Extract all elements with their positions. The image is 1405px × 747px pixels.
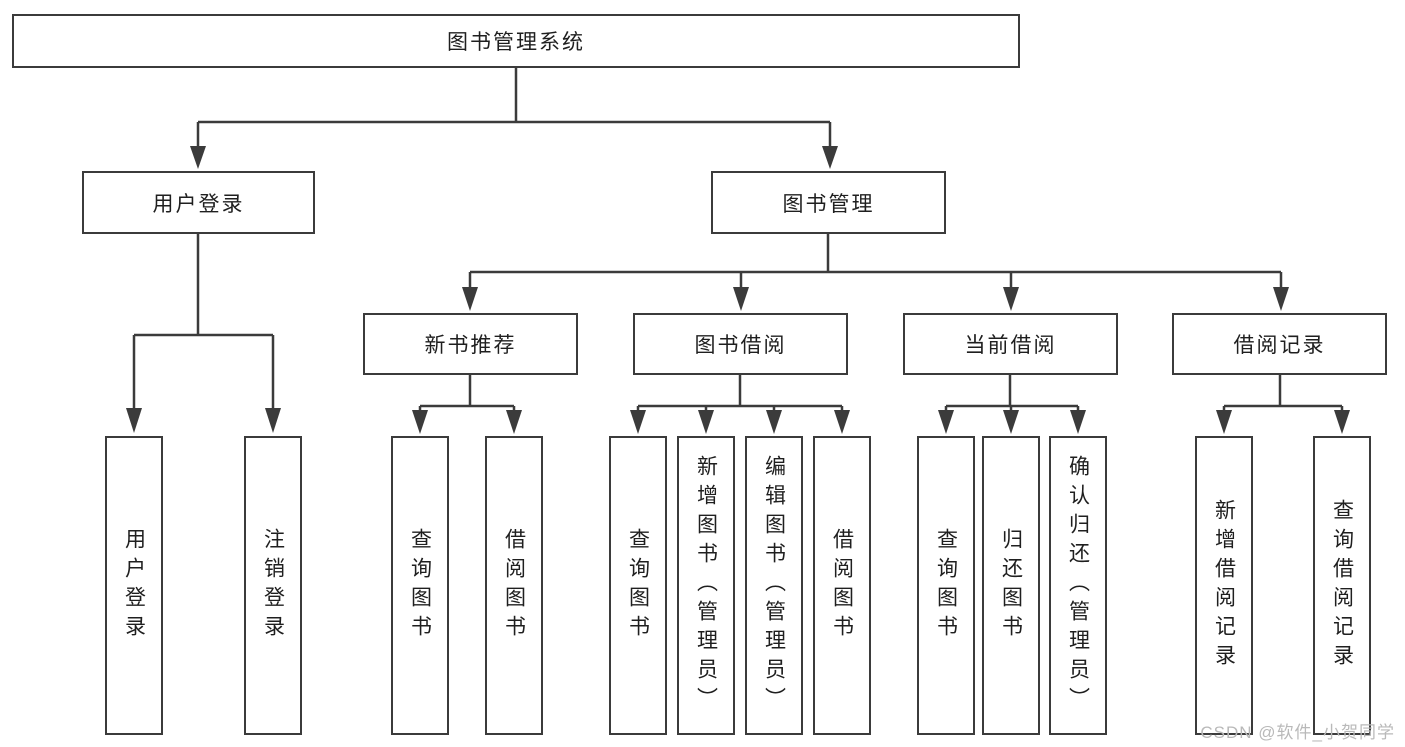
node-leaf-logout: 注销登录 (244, 436, 302, 735)
node-label: 借阅图书 (830, 527, 854, 644)
node-label: 图书借阅 (694, 334, 787, 357)
node-leaf-add-book-admin: 新增图书（管理员） (677, 436, 735, 735)
node-label: 用户登录 (152, 192, 245, 216)
node-label: 查询图书 (408, 527, 432, 644)
node-leaf-return-book: 归还图书 (982, 436, 1040, 735)
node-label: 用户登录 (122, 527, 146, 644)
node-label: 借阅图书 (502, 527, 526, 644)
node-leaf-query-borrow-record: 查询借阅记录 (1313, 436, 1371, 735)
node-label: 注销登录 (261, 527, 285, 644)
node-root-system: 图书管理系统 (12, 14, 1020, 68)
node-leaf-add-borrow-record: 新增借阅记录 (1195, 436, 1253, 735)
node-leaf-confirm-return-admin: 确认归还（管理员） (1049, 436, 1107, 735)
node-leaf-query-book-rec: 查询图书 (391, 436, 449, 735)
node-label: 新增图书（管理员） (694, 455, 718, 716)
node-leaf-edit-book-admin: 编辑图书（管理员） (745, 436, 803, 735)
node-label: 确认归还（管理员） (1066, 455, 1090, 716)
node-label: 查询借阅记录 (1330, 498, 1354, 673)
node-label: 新书推荐 (424, 334, 517, 357)
csdn-watermark: CSDN @软件_小贺同学 (1200, 723, 1395, 742)
node-borrow-records: 借阅记录 (1172, 313, 1387, 375)
node-label: 新增借阅记录 (1212, 498, 1236, 673)
node-new-book-recommend: 新书推荐 (363, 313, 578, 375)
node-user-login: 用户登录 (82, 171, 315, 234)
node-leaf-query-book-bb: 查询图书 (609, 436, 667, 735)
node-leaf-query-book-cb: 查询图书 (917, 436, 975, 735)
node-book-borrow: 图书借阅 (633, 313, 848, 375)
node-label: 当前借阅 (964, 334, 1057, 357)
node-current-borrow: 当前借阅 (903, 313, 1118, 375)
node-label: 图书管理系统 (447, 31, 585, 54)
node-book-management: 图书管理 (711, 171, 946, 234)
node-label: 查询图书 (934, 527, 958, 644)
node-label: 查询图书 (626, 527, 650, 644)
node-label: 归还图书 (999, 527, 1023, 644)
node-leaf-borrow-book-bb: 借阅图书 (813, 436, 871, 735)
node-leaf-borrow-book-rec: 借阅图书 (485, 436, 543, 735)
node-label: 图书管理 (782, 192, 875, 216)
node-label: 编辑图书（管理员） (762, 455, 786, 716)
node-label: 借阅记录 (1233, 334, 1326, 357)
node-leaf-user-login: 用户登录 (105, 436, 163, 735)
